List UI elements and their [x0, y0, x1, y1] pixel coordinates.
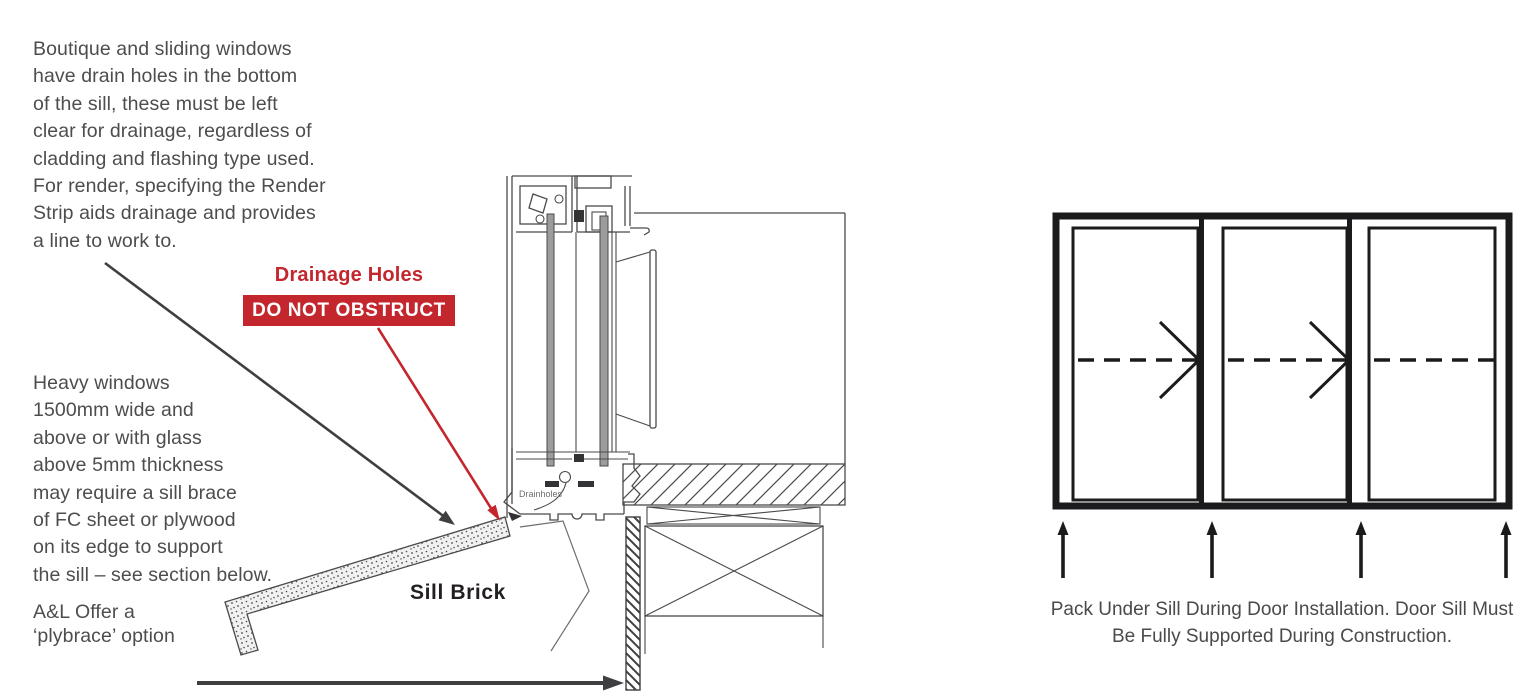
- sill-brick-shape: [224, 516, 511, 656]
- sill-brick-label: Sill Brick: [410, 581, 506, 604]
- bottom-direction-arrow: [197, 675, 624, 691]
- leader-arrow-sill: [104, 261, 455, 525]
- support-arrow: [1355, 521, 1367, 578]
- door-panel: [1071, 226, 1200, 502]
- note-plybrace: A&L Offer a ‘plybrace’ option: [33, 601, 175, 647]
- door-outer-frame: [1052, 212, 1513, 510]
- floor-slab-hatched: [622, 463, 846, 506]
- do-not-obstruct-badge: DO NOT OBSTRUCT: [243, 295, 455, 326]
- note-heavy-windows: Heavy windows 1500mm wide and above or w…: [33, 372, 273, 586]
- door-panel: [1367, 226, 1497, 502]
- drainholes-label: Drainholes: [519, 489, 563, 499]
- window-sill-profile: Drainholes: [503, 448, 641, 521]
- leader-arrow-drainholes: [376, 327, 500, 521]
- support-arrows: [1057, 521, 1512, 578]
- glazing-seal: [574, 210, 584, 222]
- support-arrow: [1206, 521, 1218, 578]
- brick-face-outline: [519, 520, 590, 652]
- door-panel: [1221, 226, 1349, 502]
- door-elevation-diagram: [1052, 212, 1513, 578]
- wall-cladding-strip: [625, 516, 641, 691]
- glass-pane-inner: [599, 215, 609, 467]
- door-mullion: [1199, 219, 1204, 503]
- wall-line: [634, 212, 846, 464]
- do-not-obstruct-text: DO NOT OBSTRUCT: [252, 299, 446, 321]
- fixed-panel-frame: [611, 232, 617, 452]
- drain-flap: [508, 512, 522, 521]
- reveal-trumpet: [615, 249, 657, 429]
- packing-strip: [646, 506, 821, 525]
- window-head-profile: [512, 175, 650, 236]
- slide-arrow-chevron: [1158, 320, 1202, 400]
- glass-pane-outer: [546, 213, 555, 467]
- door-caption: Pack Under Sill During Door Installation…: [1050, 599, 1514, 647]
- drain-path-line: [533, 482, 567, 511]
- framing-cross-block: [644, 525, 824, 654]
- support-arrow: [1057, 521, 1069, 578]
- drainage-holes-title: Drainage Holes: [274, 264, 424, 286]
- note-drainage: Boutique and sliding windows have drain …: [33, 38, 326, 252]
- frame-outer-fin: [506, 176, 513, 518]
- support-arrow: [1500, 521, 1512, 578]
- slide-arrow-chevron: [1308, 320, 1352, 400]
- sill-section-drawing: Drainholes: [104, 175, 846, 691]
